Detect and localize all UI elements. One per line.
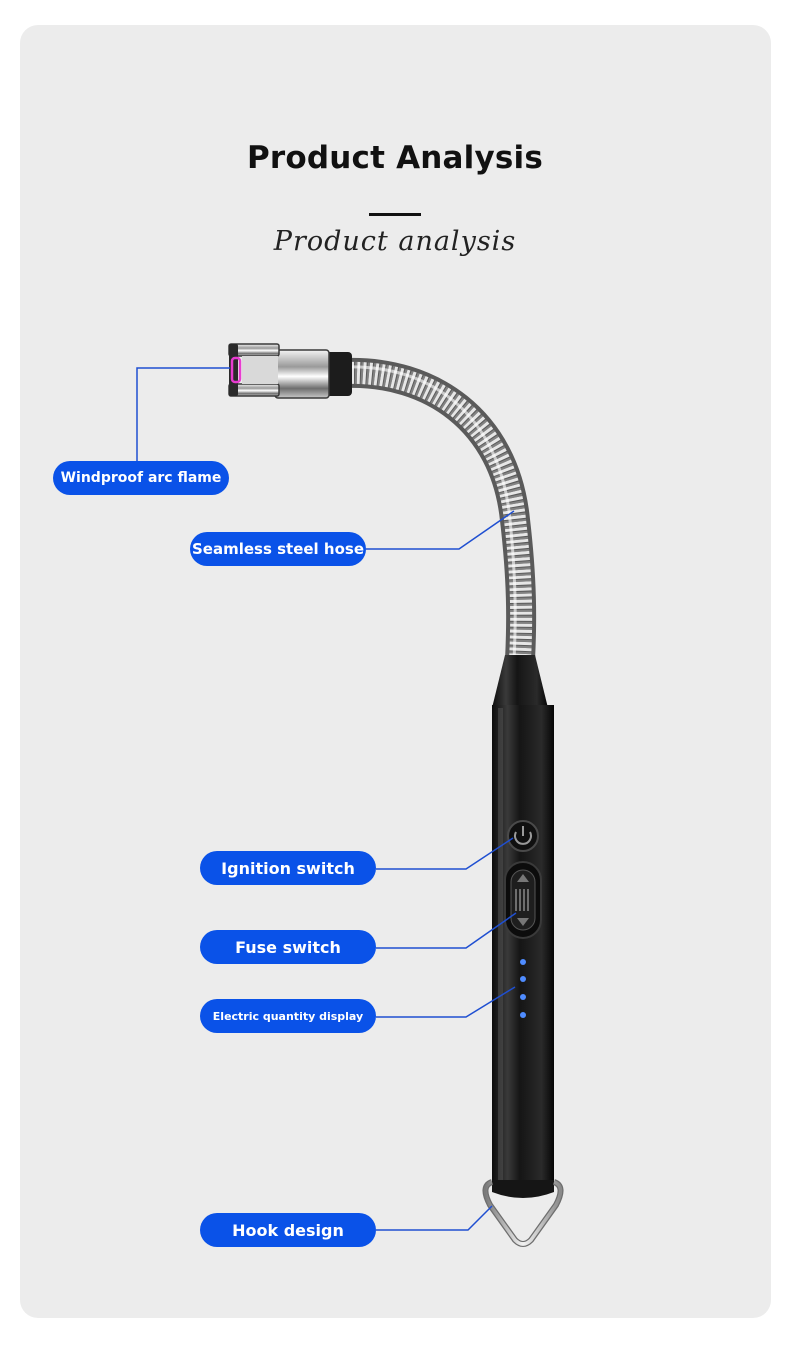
power-icon: [507, 820, 539, 852]
title-divider: [369, 213, 421, 216]
electric-quantity-display-label: Electric quantity display: [200, 999, 376, 1033]
battery-led-icon: [520, 959, 526, 1018]
page-title: Product Analysis: [246, 140, 544, 176]
hook-ring: [482, 1179, 564, 1247]
windproof-arc-flame-label: Windproof arc flame: [53, 461, 229, 495]
fuse-switch-slider: [504, 861, 542, 939]
leader-lines: [136, 367, 517, 1231]
seamless-steel-hose-label: Seamless steel hose: [190, 532, 366, 566]
content-card: [20, 25, 771, 1318]
page-subtitle: Product analysis: [273, 226, 517, 257]
steel-hose: [330, 357, 537, 675]
arc-head: [228, 343, 352, 399]
lighter-body: [492, 655, 554, 1198]
ignition-switch-label: Ignition switch: [200, 851, 376, 885]
hook-design-label: Hook design: [200, 1213, 376, 1247]
fuse-switch-label: Fuse switch: [200, 930, 376, 964]
